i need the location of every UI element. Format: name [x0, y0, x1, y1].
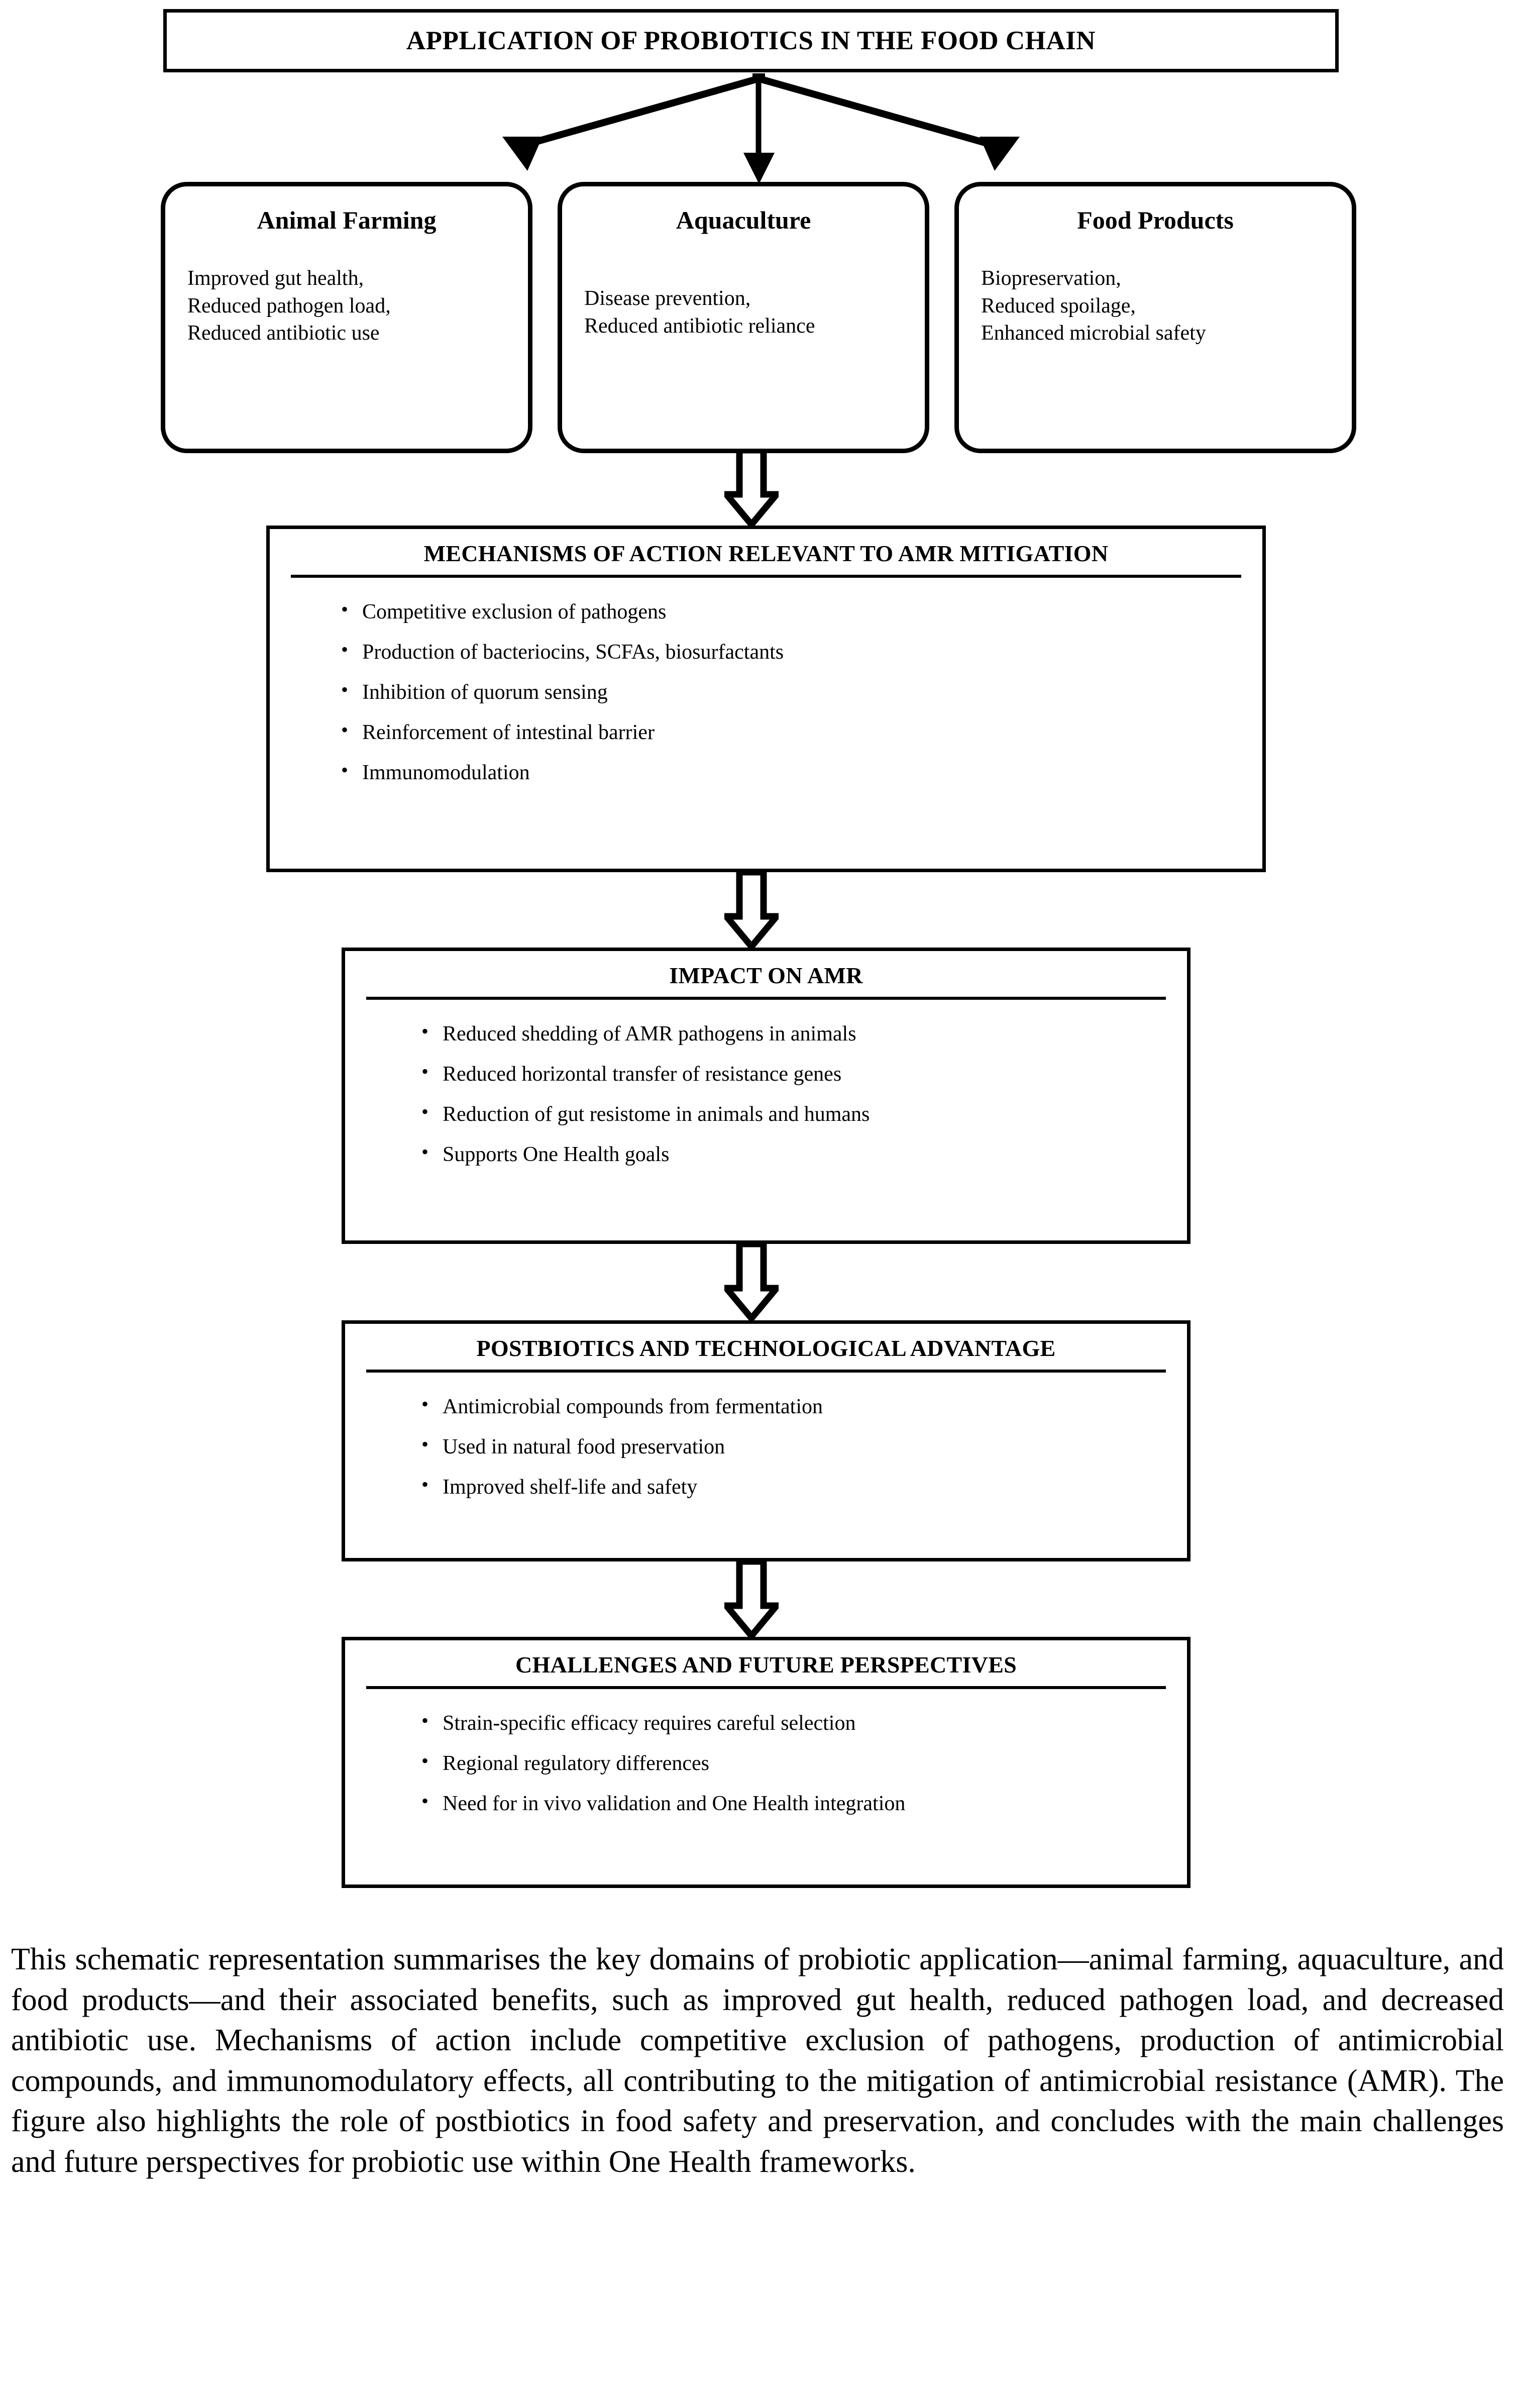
list-item: Inhibition of quorum sensing — [334, 679, 1262, 703]
list-item: Reduction of gut resistome in animals an… — [414, 1101, 1187, 1125]
section-heading: IMPACT ON AMR — [669, 963, 863, 988]
domain-title: Animal Farming — [257, 206, 437, 234]
section-list: Competitive exclusion of pathogens Produ… — [270, 599, 1262, 784]
section-list: Strain-specific efficacy requires carefu… — [345, 1710, 1187, 1815]
domain-box-animal-farming: Animal Farming Improved gut health, Redu… — [161, 182, 532, 453]
list-item: Regional regulatory differences — [414, 1750, 1187, 1774]
caption-text: This schematic representation summarises… — [11, 1942, 1504, 2179]
list-item: Reinforcement of intestinal barrier — [334, 719, 1262, 744]
list-item: Immunomodulation — [334, 760, 1262, 784]
section-heading: CHALLENGES AND FUTURE PERSPECTIVES — [515, 1652, 1017, 1678]
arrow-down-to-impact — [724, 872, 779, 949]
heading-divider — [291, 575, 1241, 578]
list-item: Improved shelf-life and safety — [414, 1474, 1187, 1498]
section-heading: MECHANISMS OF ACTION RELEVANT TO AMR MIT… — [423, 541, 1109, 566]
section-list: Antimicrobial compounds from fermentatio… — [345, 1394, 1187, 1498]
section-box-impact-on-amr: IMPACT ON AMR Reduced shedding of AMR pa… — [342, 948, 1191, 1244]
list-item: Supports One Health goals — [414, 1141, 1187, 1166]
domain-benefits: Biopreservation, Reduced spoilage, Enhan… — [981, 267, 1206, 345]
list-item: Antimicrobial compounds from fermentatio… — [414, 1394, 1187, 1418]
list-item: Used in natural food preservation — [414, 1434, 1187, 1458]
heading-divider — [366, 1370, 1166, 1373]
list-item: Competitive exclusion of pathogens — [334, 599, 1262, 623]
figure-title-box: APPLICATION OF PROBIOTICS IN THE FOOD CH… — [163, 9, 1339, 72]
heading-divider — [366, 1686, 1166, 1689]
figure-caption: This schematic representation summarises… — [11, 1939, 1504, 2182]
section-box-challenges: CHALLENGES AND FUTURE PERSPECTIVES Strai… — [342, 1637, 1191, 1888]
heading-divider — [366, 997, 1166, 1000]
domain-title: Aquaculture — [676, 206, 811, 234]
arrow-down-to-challenges — [724, 1561, 779, 1638]
domain-benefits: Improved gut health, Reduced pathogen lo… — [187, 267, 391, 345]
arrow-down-to-postbiotics — [724, 1244, 779, 1320]
section-list: Reduced shedding of AMR pathogens in ani… — [345, 1021, 1187, 1166]
section-box-mechanisms: MECHANISMS OF ACTION RELEVANT TO AMR MIT… — [266, 526, 1266, 872]
page-title: APPLICATION OF PROBIOTICS IN THE FOOD CH… — [406, 26, 1096, 55]
list-item: Strain-specific efficacy requires carefu… — [414, 1710, 1187, 1734]
arrow-down-to-mechanisms — [724, 450, 779, 527]
list-item: Need for in vivo validation and One Heal… — [414, 1791, 1187, 1815]
list-item: Reduced horizontal transfer of resistanc… — [414, 1061, 1187, 1085]
section-heading: POSTBIOTICS AND TECHNOLOGICAL ADVANTAGE — [476, 1335, 1056, 1361]
branch-connector — [161, 72, 1361, 188]
section-box-postbiotics: POSTBIOTICS AND TECHNOLOGICAL ADVANTAGE … — [342, 1320, 1191, 1561]
domain-title: Food Products — [1077, 206, 1234, 234]
domain-box-food-products: Food Products Biopreservation, Reduced s… — [954, 182, 1356, 453]
domain-box-aquaculture: Aquaculture Disease prevention, Reduced … — [558, 182, 929, 453]
list-item: Production of bacteriocins, SCFAs, biosu… — [334, 639, 1262, 663]
list-item: Reduced shedding of AMR pathogens in ani… — [414, 1021, 1187, 1045]
domain-benefits: Disease prevention, Reduced antibiotic r… — [584, 287, 815, 338]
